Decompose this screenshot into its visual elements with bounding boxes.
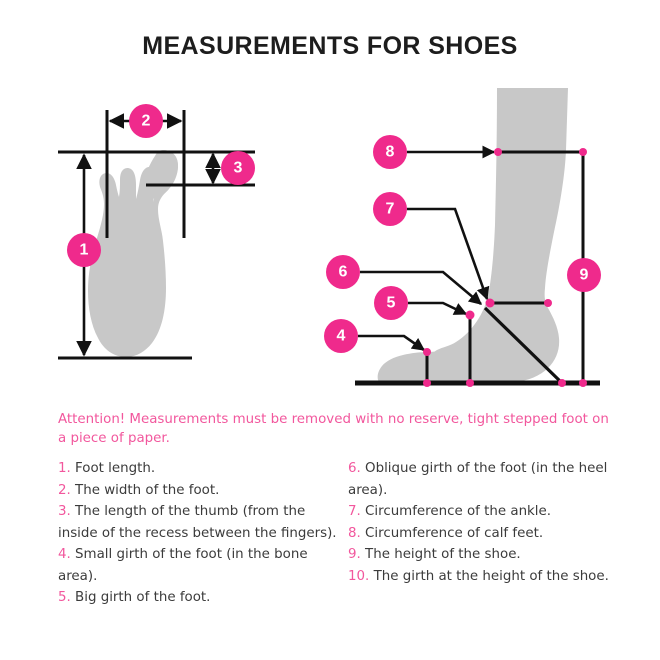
badge-3[interactable]: 3: [221, 151, 255, 185]
legend-column-left: 1. Foot length. 2. The width of the foot…: [58, 458, 348, 609]
legend-item-6: 6. Oblique girth of the foot (in the hee…: [348, 458, 638, 501]
legend-item-3-text: The length of the thumb (from the inside…: [58, 504, 337, 541]
endpoint-dot-heel-base: [558, 379, 566, 387]
badge-4[interactable]: 4: [324, 319, 358, 353]
legend-item-1-number: 1.: [58, 461, 71, 476]
legend-item-1: 1. Foot length.: [58, 458, 348, 480]
legend-item-6-text: Oblique girth of the foot (in the heel a…: [348, 461, 608, 498]
endpoint-dot-toe-base: [423, 379, 431, 387]
badge-2-circle[interactable]: [129, 104, 163, 138]
leader-line-7: [407, 207, 490, 301]
legend-item-5: 5. Big girth of the foot.: [58, 587, 348, 609]
legend-item-9-number: 9.: [348, 547, 361, 562]
badge-4-label: 4: [337, 328, 346, 345]
endpoint-dot-instep: [465, 310, 475, 320]
badge-8[interactable]: 8: [373, 135, 407, 169]
legend-item-7-text: Circumference of the ankle.: [365, 504, 552, 519]
endpoint-dot-ankle: [485, 298, 495, 308]
measure-6-oblique-line: [483, 306, 564, 385]
leg-silhouette: [428, 88, 568, 382]
badge-9[interactable]: 9: [567, 258, 601, 292]
badge-5[interactable]: 5: [374, 286, 408, 320]
badge-9-circle[interactable]: [567, 258, 601, 292]
legend-item-9: 9. The height of the shoe.: [348, 544, 638, 566]
legend: 1. Foot length. 2. The width of the foot…: [58, 458, 638, 609]
badge-5-circle[interactable]: [374, 286, 408, 320]
endpoint-dot-instep-base: [466, 379, 474, 387]
badge-5-label: 5: [387, 295, 396, 312]
badge-8-label: 8: [386, 144, 395, 161]
legend-item-4-number: 4.: [58, 547, 71, 562]
attention-note: Attention! Measurements must be removed …: [58, 412, 609, 446]
legend-item-3: 3. The length of the thumb (from the ins…: [58, 501, 348, 544]
badge-6[interactable]: 6: [326, 255, 360, 289]
legend-item-8: 8. Circumference of calf feet.: [348, 523, 638, 545]
foot-front-silhouette: [377, 350, 470, 382]
legend-item-7-number: 7.: [348, 504, 361, 519]
legend-item-5-number: 5.: [58, 590, 71, 605]
page-title: MEASUREMENTS FOR SHOES: [142, 32, 518, 60]
legend-item-2: 2. The width of the foot.: [58, 480, 348, 502]
badge-1-label: 1: [80, 242, 89, 259]
badge-2-label: 2: [142, 113, 151, 130]
legend-item-10-text: The girth at the height of the shoe.: [373, 568, 609, 584]
footprint-big-toe: [142, 150, 178, 199]
legend-item-8-number: 8.: [348, 525, 361, 541]
badge-2[interactable]: 2: [129, 104, 163, 138]
badge-4-circle[interactable]: [324, 319, 358, 353]
badge-7[interactable]: 7: [373, 192, 407, 226]
badge-7-circle[interactable]: [373, 192, 407, 226]
badge-8-circle[interactable]: [373, 135, 407, 169]
legend-item-10-number: 10.: [348, 568, 370, 584]
measurement-diagrams: 1 2 3: [58, 88, 601, 387]
footprint-diagram: 1 2 3: [58, 104, 255, 360]
legend-item-2-text: The width of the foot.: [75, 482, 220, 498]
badge-9-label: 9: [580, 267, 589, 284]
badge-3-circle[interactable]: [221, 151, 255, 185]
leader-line-6: [360, 270, 482, 305]
badge-1-circle[interactable]: [67, 233, 101, 267]
endpoint-dot-calf-left: [494, 148, 502, 156]
footprint-silhouette: [88, 150, 178, 357]
legend-item-6-number: 6.: [348, 461, 361, 476]
legend-item-4-text: Small girth of the foot (in the bone are…: [58, 547, 308, 584]
legend-item-8-text: Circumference of calf feet.: [365, 525, 544, 541]
legend-item-3-number: 3.: [58, 504, 71, 519]
endpoint-dot-toe-top: [423, 348, 431, 356]
legend-item-5-text: Big girth of the foot.: [75, 590, 211, 605]
legend-item-4: 4. Small girth of the foot (in the bone …: [58, 544, 348, 587]
leader-line-4: [358, 334, 426, 352]
legend-item-10: 10. The girth at the height of the shoe.: [348, 566, 638, 588]
legend-item-7: 7. Circumference of the ankle.: [348, 501, 638, 523]
endpoint-dot-ankle-rear: [544, 299, 552, 307]
legend-column-right: 6. Oblique girth of the foot (in the hee…: [348, 458, 638, 609]
endpoint-dot-shoe-height-base: [579, 379, 587, 387]
leg-diagram: 4 5 6 7 8 9: [324, 88, 601, 387]
legend-item-1-text: Foot length.: [75, 461, 156, 476]
legend-item-2-number: 2.: [58, 482, 71, 498]
badge-1[interactable]: 1: [67, 233, 101, 267]
badge-6-label: 6: [339, 264, 348, 281]
legend-item-9-text: The height of the shoe.: [365, 547, 521, 562]
leader-line-5: [408, 301, 468, 316]
badge-6-circle[interactable]: [326, 255, 360, 289]
badge-7-label: 7: [386, 201, 395, 218]
badge-3-label: 3: [234, 160, 243, 177]
endpoint-dot-calf-right: [579, 148, 587, 156]
